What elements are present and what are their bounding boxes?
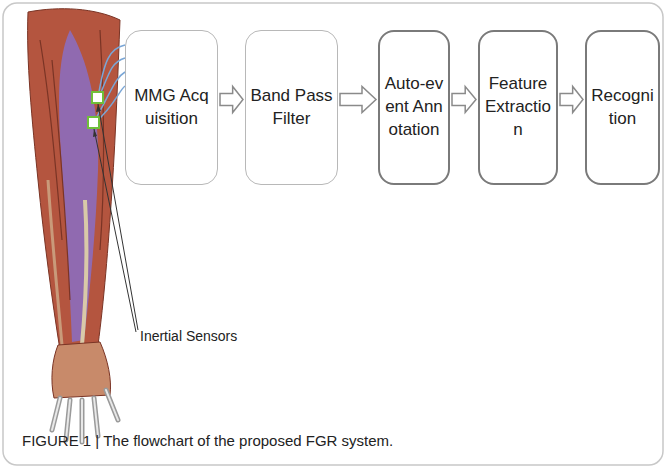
box-label: Feature Extraction bbox=[484, 73, 552, 142]
process-box: MMG Acquisition bbox=[125, 30, 218, 185]
box-label: Recognition bbox=[591, 85, 654, 131]
arrow-shape bbox=[452, 87, 476, 113]
figure-caption: FIGURE 1 | The flowchart of the proposed… bbox=[22, 432, 393, 449]
sensor-wire bbox=[94, 45, 125, 124]
flow-arrow bbox=[452, 87, 476, 113]
box-label: MMG Acquisition bbox=[130, 85, 213, 131]
arrow-shape bbox=[560, 87, 583, 113]
arrow-shape bbox=[340, 87, 376, 113]
process-box: Auto-event Annotation bbox=[378, 30, 450, 185]
inertial-sensor bbox=[92, 92, 103, 103]
figure-frame bbox=[3, 3, 663, 465]
flow-arrow bbox=[340, 87, 376, 113]
part-label: Inertial Sensors bbox=[140, 328, 237, 344]
flow-arrow bbox=[560, 87, 583, 113]
arm-illustration bbox=[28, 9, 120, 442]
box-label: Auto-event Annotation bbox=[384, 73, 444, 142]
process-box: Feature Extraction bbox=[478, 30, 558, 185]
process-box: Band Pass Filter bbox=[245, 30, 338, 185]
inertial-sensor bbox=[88, 117, 99, 128]
flow-arrow bbox=[220, 87, 243, 113]
arrow-shape bbox=[220, 87, 243, 113]
process-box: Recognition bbox=[585, 30, 660, 185]
box-label: Band Pass Filter bbox=[250, 85, 333, 131]
